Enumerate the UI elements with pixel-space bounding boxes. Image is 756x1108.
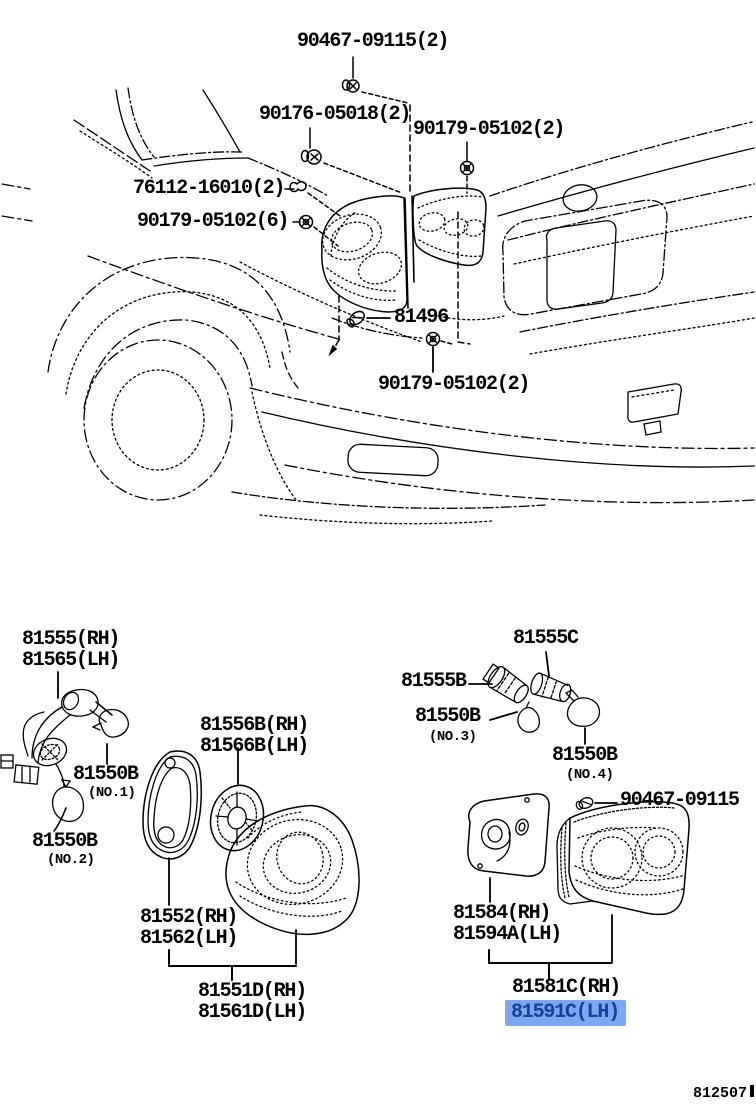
screw-icon xyxy=(300,149,322,165)
car-body-drawing xyxy=(1,87,755,525)
clip-icon xyxy=(289,181,307,193)
callout-screw-90179-right[interactable]: 90179-05102(2) xyxy=(413,118,565,141)
callout-clip-76112[interactable]: 76112-16010(2) xyxy=(133,177,285,200)
callout-bulb3-no: (NO.3) xyxy=(429,729,477,745)
callout-bulb3[interactable]: 81550B xyxy=(415,705,481,728)
part-number-lh: 81565(LH) xyxy=(22,649,120,672)
callout-lens-outer[interactable]: 81551D(RH) 81561D(LH) xyxy=(198,980,307,1024)
callout-bulb2-no: (NO.2) xyxy=(47,852,95,868)
diagram-code-text: 812507 xyxy=(693,1085,748,1102)
callout-screw-90179-six[interactable]: 90179-05102(6) xyxy=(137,210,289,233)
callout-lens-inner-lh-wrap: 81591C(LH) xyxy=(505,1000,627,1026)
gasket-plate-drawing xyxy=(467,793,550,903)
part-number-lh: 81561D(LH) xyxy=(198,1001,307,1024)
bracket-right xyxy=(488,949,612,980)
callout-gasket[interactable]: 81584(RH) 81594A(LH) xyxy=(453,902,562,946)
screw-icon xyxy=(425,331,441,347)
screw-icon xyxy=(298,214,314,230)
fastener-leaders xyxy=(284,56,475,373)
tail-lamp-on-car-drawing xyxy=(321,187,487,313)
callout-lamp-body[interactable]: 81552(RH) 81562(LH) xyxy=(140,906,238,950)
diagram-code: 812507 xyxy=(693,1085,755,1102)
screw-icon xyxy=(575,797,594,810)
clipped-character xyxy=(750,1085,755,1097)
bracket-left xyxy=(168,949,297,981)
callout-lens-inner-rh[interactable]: 81581C(RH) xyxy=(512,976,621,999)
callout-screw-90179-lower[interactable]: 90179-05102(2) xyxy=(378,373,530,396)
callout-bulb1[interactable]: 81550B xyxy=(73,763,139,786)
callout-socket-c[interactable]: 81555C xyxy=(513,627,579,650)
bolt-icon xyxy=(346,310,365,328)
callout-packing[interactable]: 81556B(RH) 81566B(LH) xyxy=(200,714,309,758)
callout-part-81496[interactable]: 81496 xyxy=(394,306,449,329)
screw-icon xyxy=(341,79,360,93)
callout-screw-90467-single[interactable]: 90467-09115 xyxy=(620,789,740,812)
callout-bulb2[interactable]: 81550B xyxy=(32,830,98,853)
callout-screw-90176[interactable]: 90176-05018(2) xyxy=(259,103,411,126)
callout-socket-wire[interactable]: 81555(RH) 81565(LH) xyxy=(22,628,120,672)
socket-harness-drawing xyxy=(0,671,129,832)
part-number-lh: 81594A(LH) xyxy=(453,923,562,946)
part-number-rh: 81556B(RH) xyxy=(200,714,309,737)
part-number-lh: 81562(LH) xyxy=(140,927,238,950)
inner-lens-drawing xyxy=(556,801,690,964)
callout-bulb4[interactable]: 81550B xyxy=(552,744,618,767)
part-number-rh: 81551D(RH) xyxy=(198,980,307,1003)
callout-screw-top[interactable]: 90467-09115(2) xyxy=(297,30,449,53)
screw-icon xyxy=(459,160,475,176)
part-number-lh: 81566B(LH) xyxy=(200,735,309,758)
socket-bulb-right-drawing xyxy=(468,651,618,810)
part-number-rh: 81584(RH) xyxy=(453,902,551,925)
callout-socket-b[interactable]: 81555B xyxy=(401,670,467,693)
part-number-rh: 81555(RH) xyxy=(22,628,120,651)
callout-lens-inner-lh[interactable]: 81591C(LH) xyxy=(505,1000,627,1026)
outer-lens-drawing xyxy=(225,804,360,965)
part-number-rh: 81552(RH) xyxy=(140,906,238,929)
packing-ring-drawing xyxy=(142,750,202,906)
callout-bulb4-no: (NO.4) xyxy=(566,767,614,783)
callout-bulb1-no: (NO.1) xyxy=(88,785,136,801)
